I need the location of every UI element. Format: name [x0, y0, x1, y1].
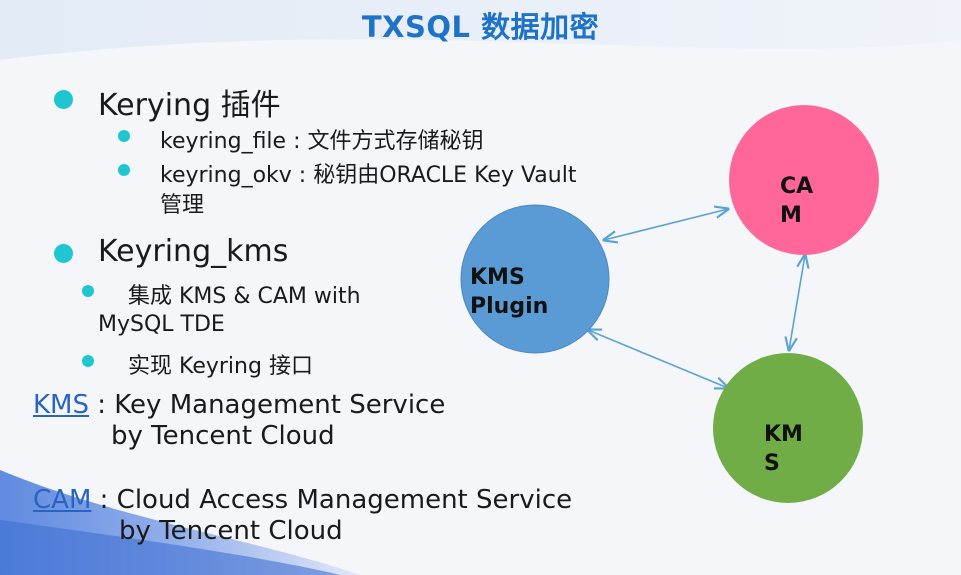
bullet-dot: [54, 90, 73, 109]
bullet-keyring-kms: Keyring_kms: [98, 234, 289, 269]
bullet-keyring-interface: 实现 Keyring 接口: [128, 354, 313, 379]
node-kms-plugin: KMS Plugin: [460, 204, 610, 354]
edge-plugin-kms: [588, 330, 728, 388]
node-kms-label-line1: KM: [764, 422, 803, 447]
bullet-dot: [118, 164, 130, 176]
node-kms-circle: [713, 353, 863, 503]
bullet-keyring-okv-line1: keyring_okv : 秘钥由ORACLE Key Vault: [160, 163, 577, 188]
bullet-keyring-file: keyring_file : 文件方式存储秘钥: [160, 129, 484, 154]
bullet-dot: [118, 130, 130, 142]
page-title: TXSQL 数据加密: [361, 10, 600, 44]
edge-plugin-cam: [604, 209, 728, 240]
node-cam-circle: [729, 105, 879, 255]
node-cam-label-line1: CA: [780, 174, 813, 199]
bullet-kms-cam-line1: 集成 KMS & CAM with: [128, 284, 361, 309]
cam-link[interactable]: CAM: [33, 485, 92, 515]
edge-cam-kms: [789, 255, 805, 350]
kms-definition-line2: by Tencent Cloud: [111, 421, 335, 451]
cam-definition-line2: by Tencent Cloud: [119, 516, 343, 546]
bullet-dot: [54, 244, 73, 263]
bullet-dot: [82, 285, 94, 297]
kms-link[interactable]: KMS: [33, 390, 89, 420]
node-cam-label-line2: M: [780, 203, 802, 228]
bullet-keyring-plugin: Kerying 插件: [98, 88, 281, 123]
cam-definition-line1: Cloud Access Management Service: [116, 485, 573, 515]
node-kms-plugin-label-line2: Plugin: [470, 294, 548, 319]
bullet-kms-cam-line2: MySQL TDE: [98, 312, 225, 337]
definition-cam: CAM : Cloud Access Management Service by…: [33, 485, 573, 546]
bullet-dot: [82, 355, 94, 367]
kms-definition-line1: Key Management Service: [114, 390, 446, 420]
node-kms: KM S: [713, 353, 863, 503]
bullet-keyring-okv-line2: 管理: [160, 193, 205, 218]
definition-kms: KMS : Key Management Service by Tencent …: [33, 390, 446, 451]
node-kms-label-line2: S: [764, 451, 780, 476]
node-kms-plugin-circle: [460, 204, 610, 354]
node-kms-plugin-label-line1: KMS: [470, 265, 525, 290]
node-cam: CA M: [729, 105, 879, 255]
